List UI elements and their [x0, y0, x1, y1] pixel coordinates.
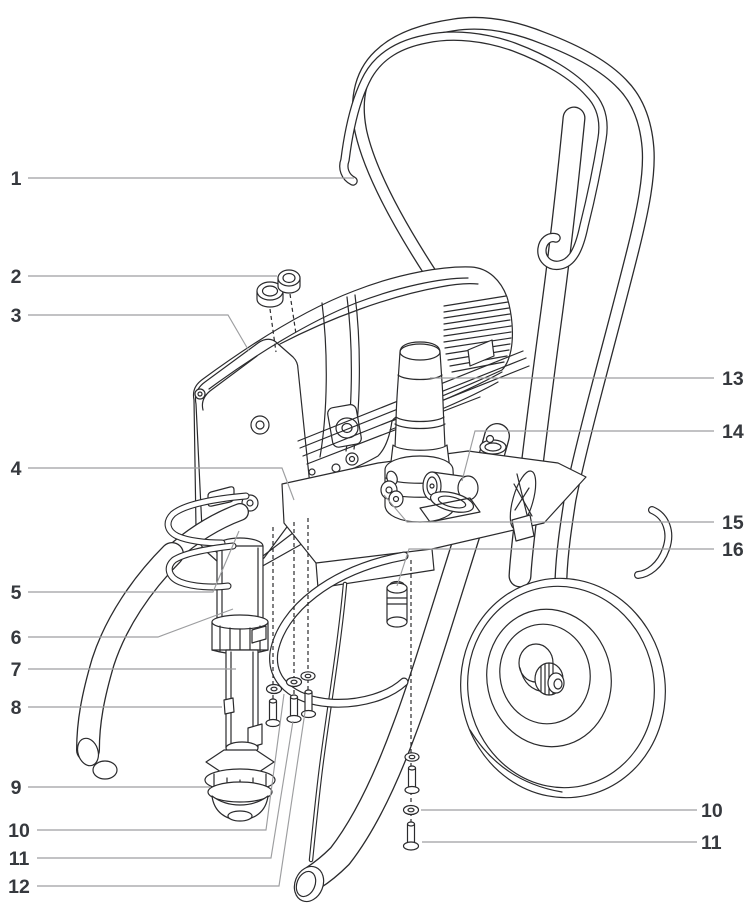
leg-top-cap [479, 439, 507, 455]
callout-8: 8 [11, 697, 22, 719]
callout-2: 2 [11, 266, 22, 288]
hose-hook [634, 506, 673, 579]
assembly-axis-lines [269, 293, 412, 846]
callout-15: 15 [722, 512, 744, 534]
motor-vent-plate [467, 339, 495, 367]
wheel-hub [518, 643, 565, 696]
callout-16: 16 [722, 539, 744, 561]
callout-4: 4 [11, 458, 22, 480]
siphon-tube [308, 581, 348, 863]
callout-1: 1 [11, 168, 22, 190]
wheel [460, 577, 666, 799]
leader-lines [28, 177, 714, 887]
foot-valve [204, 749, 276, 822]
pump-assembly [204, 537, 276, 822]
callout-10-right: 10 [701, 800, 723, 822]
leg-foot-cap [76, 737, 100, 767]
callout-11-right: 11 [701, 832, 722, 854]
callout-10-left: 10 [8, 820, 30, 842]
left-front-leg [76, 542, 184, 780]
callout-9: 9 [11, 777, 22, 799]
callout-11-left: 11 [9, 848, 30, 870]
leg-foot-pad [92, 760, 118, 780]
callout-13: 13 [722, 368, 744, 390]
callout-3: 3 [11, 305, 22, 327]
callout-numbers: 1 2 3 4 5 6 7 8 9 10 11 12 13 14 15 16 1… [8, 168, 744, 898]
pump-coupling-nut [211, 614, 269, 655]
handle [339, 31, 608, 271]
washers-left [265, 671, 316, 695]
motor-caps [256, 269, 301, 308]
drain-fitting [380, 480, 404, 508]
pail-hook [164, 492, 250, 591]
retaining-clip [223, 697, 235, 715]
callout-6: 6 [11, 627, 22, 649]
return-hose [269, 551, 409, 708]
callout-14: 14 [722, 421, 744, 443]
outlet-fitting [386, 580, 408, 628]
callout-12: 12 [8, 876, 30, 898]
callout-7: 7 [11, 659, 22, 681]
screws-left [265, 689, 317, 728]
callout-5: 5 [11, 582, 22, 604]
prime-spray-valve [419, 471, 481, 523]
washers-screws-right [402, 752, 420, 851]
